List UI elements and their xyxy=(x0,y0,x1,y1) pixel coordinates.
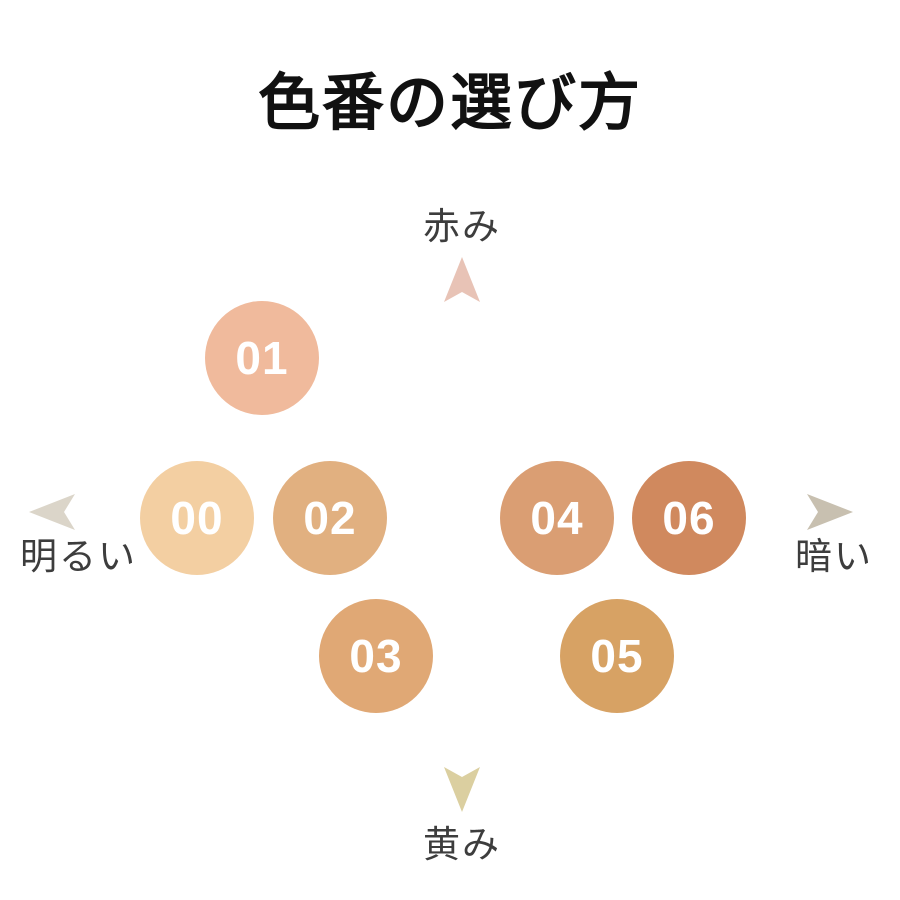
axis-label-dark: 暗い xyxy=(795,536,873,577)
page-title: 色番の選び方 xyxy=(257,69,642,138)
axis-label-redness: 赤み xyxy=(423,206,501,247)
axis-label-yellowness: 黄み xyxy=(423,824,501,865)
down-arrowhead-icon xyxy=(444,767,480,812)
shade-circle-02: 02 xyxy=(273,461,387,575)
shade-circle-05: 05 xyxy=(560,599,674,713)
shade-circle-01: 01 xyxy=(205,301,319,415)
shade-circle-06: 06 xyxy=(632,461,746,575)
right-arrowhead-icon xyxy=(807,494,853,530)
shade-circle-04: 04 xyxy=(500,461,614,575)
up-arrowhead-icon xyxy=(444,257,480,302)
shade-circle-00: 00 xyxy=(140,461,254,575)
left-arrowhead-icon xyxy=(29,494,75,530)
shade-circle-03: 03 xyxy=(319,599,433,713)
axis-label-bright: 明るい xyxy=(20,536,137,577)
